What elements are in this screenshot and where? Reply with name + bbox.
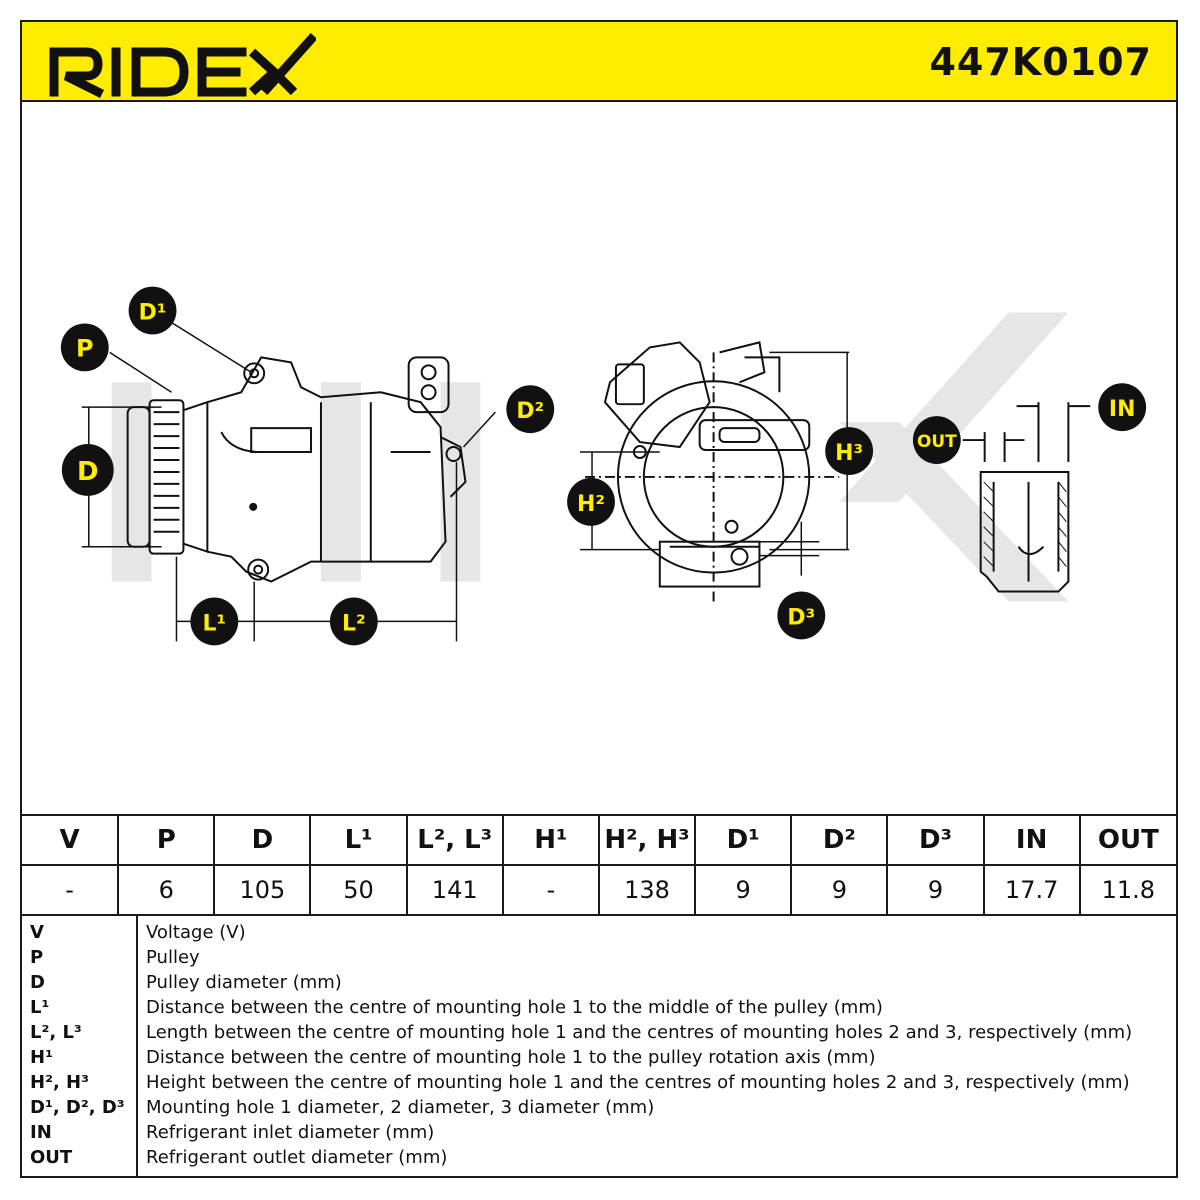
callout-out: OUT [912,416,961,464]
spec-value-cell: 9 [694,864,793,916]
spec-value-cell: 11.8 [1078,864,1176,916]
legend-text: Distance between the centre of mounting … [146,1047,876,1068]
callout-d: D [61,444,114,496]
part-number: 447K0107 [929,40,1152,84]
legend-row: L¹ Distance between the centre of mounti… [22,995,1176,1020]
legend: V Voltage (V) P Pulley D Pulley diameter… [22,914,1176,1176]
spec-value-cell: 9 [886,864,985,916]
legend-key: P [30,947,44,968]
legend-text: Pulley [146,947,200,968]
label-l1: L¹ [203,611,227,636]
header-bar: 447K0107 [22,22,1176,102]
spec-header-cell: L², L³ [405,814,504,866]
label-in: IN [1109,397,1135,422]
spec-value-cell: 9 [790,864,889,916]
legend-row: OUT Refrigerant outlet diameter (mm) [22,1145,1176,1170]
spec-header-cell: D¹ [694,814,793,866]
label-h2: H² [577,492,605,517]
callout-h2: H² [567,477,615,526]
label-out: OUT [917,431,957,451]
legend-divider [136,914,138,1176]
callout-p: P [60,323,109,372]
callout-d1: D¹ [128,286,177,335]
label-p: P [76,334,94,362]
spec-header-cell: OUT [1078,814,1176,866]
spec-header-row: V P D L¹ L², L³ H¹ H², H³ D¹ D² D³ IN OU… [22,814,1176,866]
callout-d2: D² [506,385,555,434]
callout-h3: H³ [825,427,874,475]
legend-key: L², L³ [30,1022,82,1043]
spec-header-cell: P [117,814,216,866]
callout-in: IN [1098,383,1147,432]
spec-value-cell: 138 [597,864,697,916]
spec-value-cell: 105 [213,864,312,916]
technical-drawing: P D¹ D D² L¹ L² H³ H² [60,286,1147,646]
spec-value-cell: 17.7 [982,864,1081,916]
legend-row: V Voltage (V) [22,920,1176,945]
legend-key: H², H³ [30,1072,90,1093]
callout-l2: L² [329,597,378,646]
label-d2: D² [516,399,544,424]
callout-d3: D³ [777,591,826,640]
legend-key: D¹, D², D³ [30,1097,125,1118]
spec-header-cell: H², H³ [597,814,697,866]
spec-header-cell: L¹ [309,814,408,866]
legend-text: Mounting hole 1 diameter, 2 diameter, 3 … [146,1097,655,1118]
spec-value-row: - 6 105 50 141 - 138 9 9 9 17.7 11.8 [22,864,1176,916]
label-d3: D³ [787,605,815,630]
spec-header-cell: D² [790,814,889,866]
legend-row: H¹ Distance between the centre of mounti… [22,1045,1176,1070]
compressor-side-view [126,356,467,583]
legend-row: D Pulley diameter (mm) [22,970,1176,995]
spec-header-cell: V [22,814,120,866]
spec-header-cell: IN [982,814,1081,866]
legend-text: Pulley diameter (mm) [146,972,342,993]
fitting-cross-section [962,402,1091,593]
legend-key: IN [30,1122,52,1143]
spec-header-cell: D³ [886,814,985,866]
legend-key: H¹ [30,1047,53,1068]
label-d: D [77,457,99,487]
spec-table: V P D L¹ L², L³ H¹ H², H³ D¹ D² D³ IN OU… [22,814,1176,916]
spec-header-cell: D [213,814,312,866]
spec-value-cell: 6 [117,864,216,916]
legend-row: P Pulley [22,945,1176,970]
legend-row: H², H³ Height between the centre of moun… [22,1070,1176,1095]
legend-key: L¹ [30,997,50,1018]
legend-key: OUT [30,1147,73,1168]
callout-l1: L¹ [190,597,239,646]
spec-value-cell: 50 [309,864,408,916]
legend-text: Length between the centre of mounting ho… [146,1022,1133,1043]
spec-value-cell: - [22,864,120,916]
spec-header-cell: H¹ [501,814,600,866]
legend-text: Distance between the centre of mounting … [146,997,883,1018]
ridex-logo [49,33,316,99]
label-l2: L² [342,611,366,636]
legend-text: Refrigerant outlet diameter (mm) [146,1147,448,1168]
label-h3: H³ [835,441,863,466]
compressor-front-view [585,341,840,602]
document-frame: 447K0107 [20,20,1178,1178]
watermark [111,312,1069,602]
label-d1: D¹ [139,300,167,325]
legend-key: D [30,972,45,993]
legend-row: D¹, D², D³ Mounting hole 1 diameter, 2 d… [22,1095,1176,1120]
legend-text: Refrigerant inlet diameter (mm) [146,1122,435,1143]
spec-value-cell: - [501,864,600,916]
legend-text: Voltage (V) [146,922,246,943]
legend-row: L², L³ Length between the centre of moun… [22,1020,1176,1045]
legend-row: IN Refrigerant inlet diameter (mm) [22,1120,1176,1145]
legend-text: Height between the centre of mounting ho… [146,1072,1130,1093]
spec-value-cell: 141 [405,864,504,916]
legend-key: V [30,922,44,943]
